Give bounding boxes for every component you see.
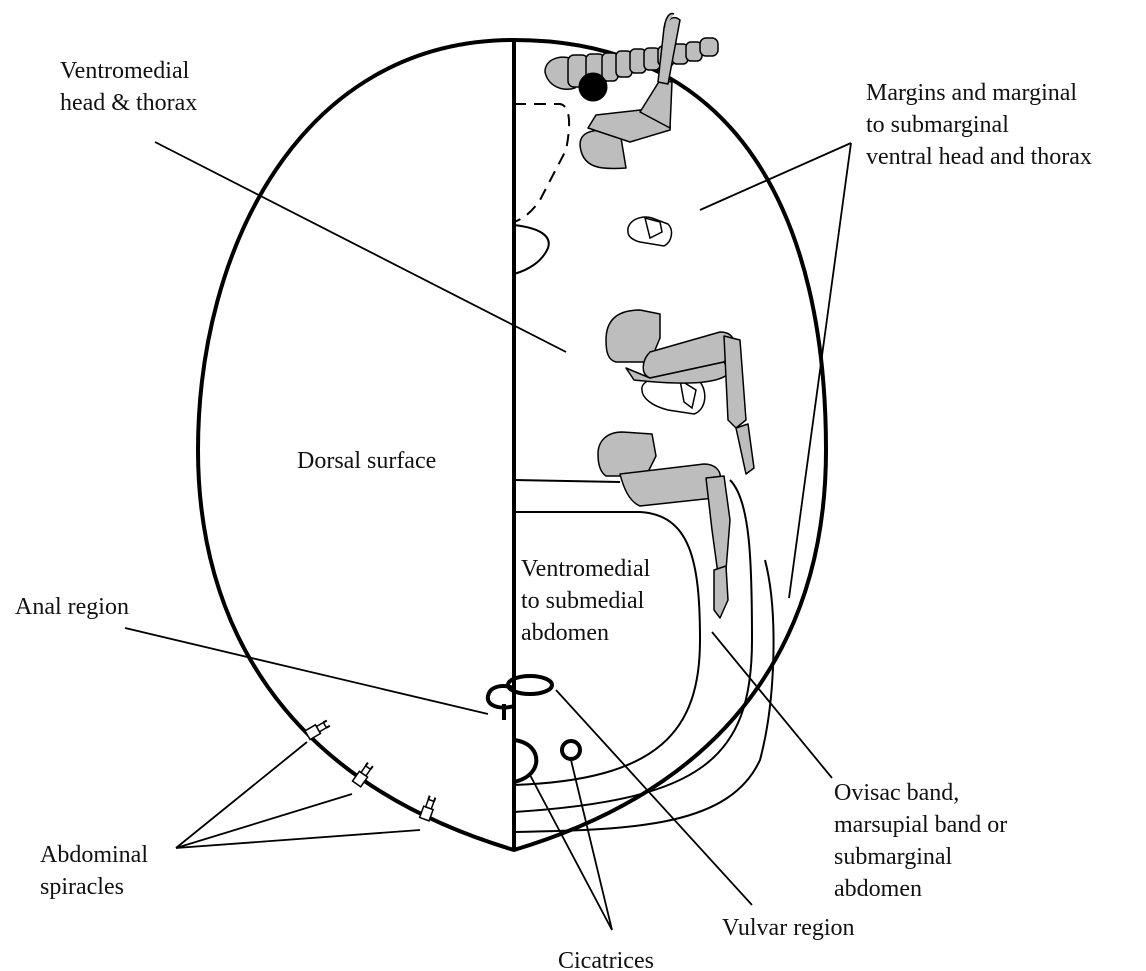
leader-margins-1: [700, 143, 851, 210]
leader-ovisac: [712, 632, 832, 778]
label-dorsal-surface: Dorsal surface: [297, 448, 436, 474]
eye: [579, 73, 607, 101]
label-ventromedial-head-thorax: Ventromedial head & thorax: [60, 58, 197, 116]
label-vulvar-region: Vulvar region: [722, 915, 855, 941]
cicatrix-large: [514, 740, 536, 782]
label-ovisac-band: Ovisac band, marsupial band or submargin…: [834, 780, 1013, 902]
leader-cicatrices-2: [571, 760, 612, 930]
leader-spiracles-1: [176, 742, 307, 848]
head-dashed-outline: [514, 104, 569, 222]
label-ventromedial-abdomen: Ventromedial to submedial abdomen: [521, 556, 656, 646]
leader-ventromedial-head: [155, 142, 566, 352]
label-cicatrices: Cicatrices: [558, 948, 654, 971]
abdominal-spiracle-3: [420, 795, 438, 821]
leader-spiracles-2: [176, 794, 352, 848]
ventromedial-abdomen-boundary: [514, 512, 700, 785]
leader-spiracles-3: [176, 830, 420, 848]
mouthparts: [514, 225, 549, 274]
cicatrix-small: [562, 741, 580, 759]
abdomen-inner-boundary: [514, 480, 620, 482]
label-anal-region: Anal region: [15, 594, 129, 620]
leader-vulvar: [556, 690, 752, 905]
leader-anal-region: [125, 628, 488, 714]
anterior-spiracle: [628, 217, 672, 246]
label-abdominal-spiracles: Abdominal spiracles: [40, 842, 154, 900]
leader-cicatrices-1: [530, 775, 612, 930]
label-margins: Margins and marginal to submarginal vent…: [866, 80, 1092, 170]
abdominal-spiracle-1: [305, 719, 331, 740]
